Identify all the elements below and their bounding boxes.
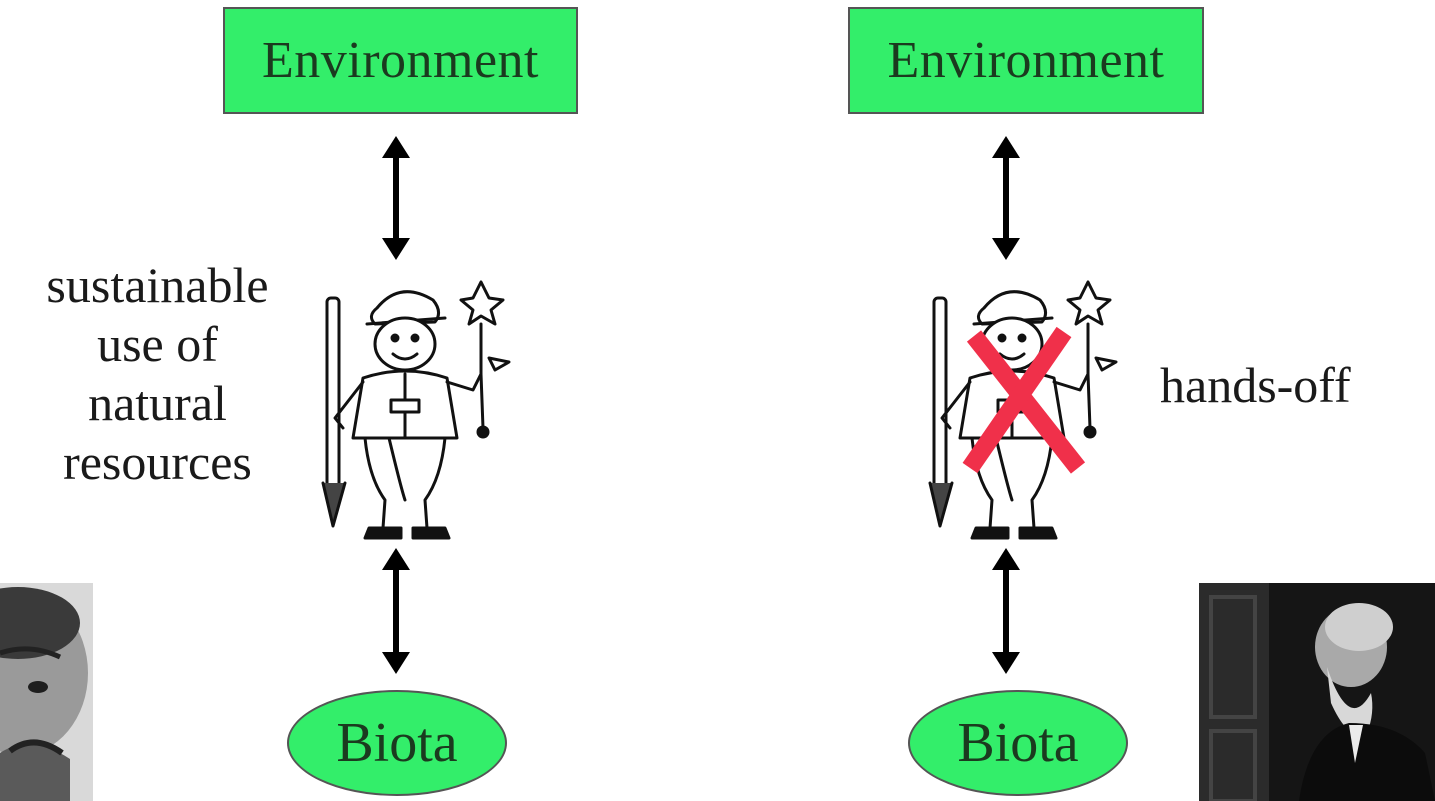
double-arrow-icon-left-bottom (382, 548, 410, 674)
portrait-photo-right (1199, 583, 1435, 801)
biota-label-left: Biota (336, 712, 458, 774)
caption-line: resources (63, 434, 252, 490)
biota-label-right: Biota (957, 712, 1079, 774)
caption-hands-off: hands-off (1160, 356, 1435, 415)
double-arrow-icon-right-bottom (992, 548, 1020, 674)
environment-label-right: Environment (887, 31, 1165, 89)
caption-line: natural (88, 375, 227, 431)
double-arrow-icon-right-top (992, 136, 1020, 260)
biota-node-left: Biota (287, 690, 507, 796)
environment-label-left: Environment (261, 31, 539, 89)
caption-hands-off-text: hands-off (1160, 357, 1351, 413)
environment-node-right: Environment (848, 7, 1204, 114)
caption-line: use of (97, 316, 218, 372)
ranger-figure-icon-left (321, 280, 511, 540)
biota-node-right: Biota (908, 690, 1128, 796)
ranger-figure-icon-right (928, 280, 1118, 540)
caption-line: sustainable (46, 257, 269, 313)
double-arrow-icon-left-top (382, 136, 410, 260)
environment-node-left: Environment (223, 7, 578, 114)
red-x-icon (962, 326, 1086, 474)
caption-sustainable-use: sustainable use of natural resources (0, 256, 315, 492)
portrait-photo-left (0, 583, 93, 801)
